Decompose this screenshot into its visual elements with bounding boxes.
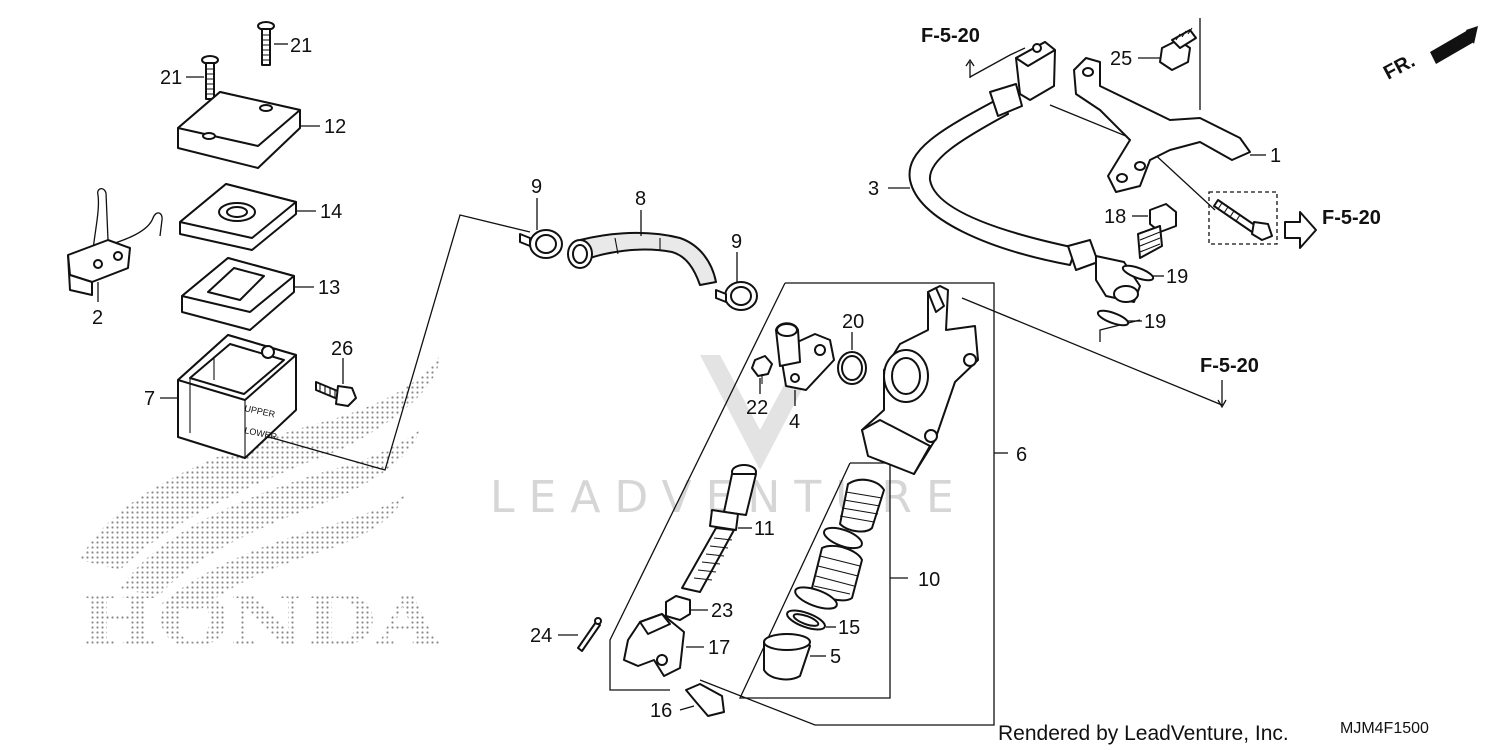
honda-logo-text: HONDA xyxy=(80,579,442,662)
callout-9a: 9 xyxy=(531,176,542,198)
front-direction-indicator: FR. xyxy=(1380,26,1478,84)
callout-16: 16 xyxy=(650,700,672,722)
bolt-26[interactable] xyxy=(315,381,357,407)
callout-4: 4 xyxy=(789,411,800,433)
nut-23[interactable] xyxy=(665,595,691,621)
callout-12: 12 xyxy=(324,116,346,138)
o-ring-20[interactable] xyxy=(837,351,867,385)
joint-4[interactable] xyxy=(775,322,835,391)
circlip-15[interactable] xyxy=(785,607,827,634)
callout-18: 18 xyxy=(1104,206,1126,228)
callout-6: 6 xyxy=(1016,444,1027,466)
ref-f-5-20-right-lower: F-5-20 xyxy=(1200,355,1259,377)
callout-26: 26 xyxy=(331,338,353,360)
reservoir-body-7[interactable]: UPPER LOWER xyxy=(177,334,297,459)
callout-24: 24 xyxy=(530,625,552,647)
callout-5: 5 xyxy=(830,646,841,668)
honda-wing-logo: HONDA xyxy=(80,355,442,662)
brake-hose-3[interactable] xyxy=(908,41,1141,303)
callout-14: 14 xyxy=(320,201,342,223)
reservoir-hose-8[interactable] xyxy=(567,231,717,286)
washer-19-lower[interactable] xyxy=(1096,308,1130,328)
hose-clamp-9-right[interactable] xyxy=(715,281,758,311)
reservoir-cap-12[interactable] xyxy=(177,91,301,169)
callout-8: 8 xyxy=(635,188,646,210)
boot-5[interactable] xyxy=(763,633,811,681)
hose-clamp-9-left[interactable] xyxy=(519,229,563,259)
callout-22: 22 xyxy=(746,397,768,419)
callout-9b: 9 xyxy=(731,231,742,253)
callout-1: 1 xyxy=(1270,145,1281,167)
callout-15: 15 xyxy=(838,617,860,639)
callout-13: 13 xyxy=(318,277,340,299)
callout-11: 11 xyxy=(754,518,775,540)
callout-2: 2 xyxy=(92,307,103,329)
screw-21-upper[interactable] xyxy=(257,21,275,66)
render-credit: Rendered by LeadVenture, Inc. xyxy=(998,722,1289,745)
callout-20: 20 xyxy=(842,311,864,333)
callout-19b: 19 xyxy=(1144,311,1166,333)
callout-25: 25 xyxy=(1110,48,1132,70)
bolt-25[interactable] xyxy=(1159,27,1197,71)
footer: Rendered by LeadVenture, Inc. MJM4F1500 xyxy=(998,720,1429,745)
callout-7: 7 xyxy=(144,388,155,410)
callout-21b: 21 xyxy=(160,67,182,89)
push-rod-11[interactable] xyxy=(681,464,757,593)
callout-3: 3 xyxy=(868,178,879,200)
callout-17: 17 xyxy=(708,637,730,659)
clip-2[interactable] xyxy=(67,188,163,296)
diagram-code: MJM4F1500 xyxy=(1340,720,1429,737)
callout-19a: 19 xyxy=(1166,266,1188,288)
callout-21a: 21 xyxy=(290,35,312,57)
washer-19-upper[interactable] xyxy=(1121,263,1155,283)
master-cylinder-6[interactable] xyxy=(861,285,979,475)
screw-22[interactable] xyxy=(751,355,773,384)
ref-f-5-20-top: F-5-20 xyxy=(921,25,980,47)
clevis-17[interactable] xyxy=(623,613,685,677)
leader-lines xyxy=(261,18,1223,726)
fr-label: FR. xyxy=(1380,50,1419,85)
boot-clip-16[interactable] xyxy=(685,683,725,717)
cotter-pin-24[interactable] xyxy=(577,617,602,652)
callout-23: 23 xyxy=(711,600,733,622)
diaphragm-plate-14[interactable] xyxy=(179,183,297,251)
diaphragm-13[interactable] xyxy=(181,257,295,331)
bracket-1[interactable] xyxy=(1073,57,1251,193)
banjo-bolt-18[interactable] xyxy=(1137,203,1177,259)
piston-spring-set-10[interactable] xyxy=(793,478,885,613)
ref-f-5-20-right-upper: F-5-20 xyxy=(1322,207,1381,229)
callout-10: 10 xyxy=(918,569,940,591)
callouts: 1 2 3 4 5 6 7 8 9 9 10 11 12 13 14 15 16 xyxy=(92,35,1281,722)
reference-labels: F-5-20 F-5-20 F-5-20 xyxy=(921,25,1381,409)
bolt-box[interactable] xyxy=(1208,191,1317,249)
screw-21-lower[interactable] xyxy=(201,55,219,100)
